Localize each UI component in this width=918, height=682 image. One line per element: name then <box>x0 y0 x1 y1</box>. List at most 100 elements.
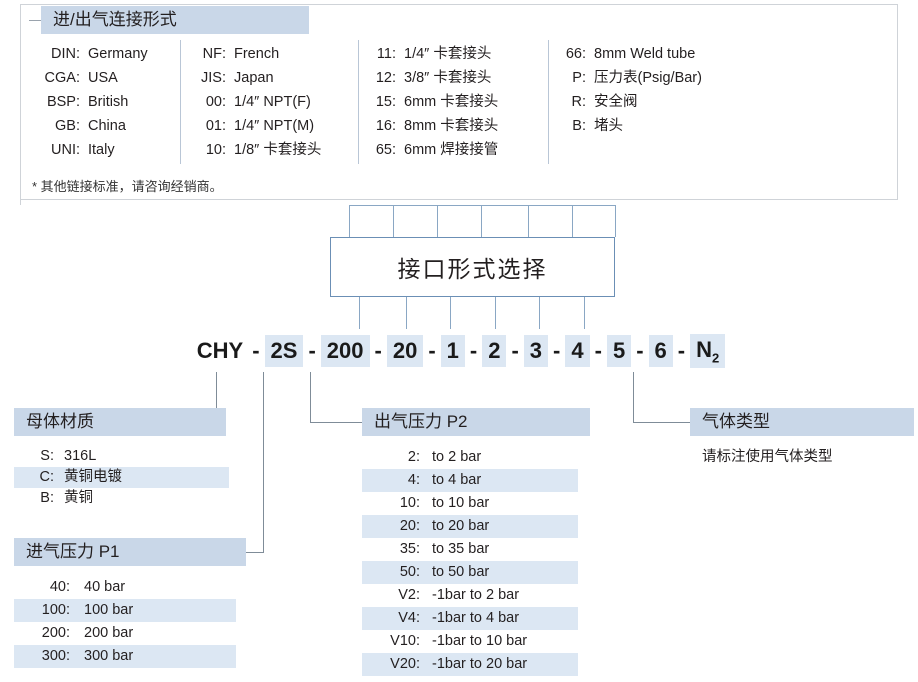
list-item: 100:100 bar <box>14 599 236 622</box>
model-port-code-6[interactable]: 6 <box>648 335 673 367</box>
connection-type-panel <box>20 4 898 200</box>
comb-top-tick-2 <box>393 205 394 237</box>
list-item: 200:200 bar <box>41 625 134 641</box>
comb-top-tick-1 <box>349 205 350 237</box>
list-item: 00:1/4″ NPT(F) <box>205 94 311 110</box>
comb-top-tick-7 <box>615 205 616 237</box>
model-port-code-2[interactable]: 2 <box>482 335 507 367</box>
thread-column: NF:French JIS:Japan 00:1/4″ NPT(F) 01:1/… <box>192 42 360 162</box>
list-item: DIN:Germany <box>51 46 148 62</box>
comb-top-tick-5 <box>528 205 529 237</box>
model-dash: - <box>511 338 519 363</box>
list-item: CGA:USA <box>44 70 118 86</box>
comb-bottom-tick-2 <box>406 297 407 329</box>
column-divider-1 <box>180 40 181 164</box>
comb-top-rail <box>349 205 616 206</box>
list-item: 16:8mm 卡套接头 <box>375 118 499 134</box>
model-dash: - <box>594 338 602 363</box>
list-item: BSP:British <box>46 94 129 110</box>
model-dash: - <box>308 338 316 363</box>
list-item: NF:French <box>202 46 280 62</box>
model-port-code-4[interactable]: 4 <box>565 335 590 367</box>
comb-bottom-tick-4 <box>495 297 496 329</box>
comb-bottom-tick-1 <box>359 297 360 329</box>
model-dash: - <box>553 338 561 363</box>
list-item: B:黄铜 <box>40 490 93 506</box>
list-item: 11:1/4″ 卡套接头 <box>376 46 492 62</box>
list-item: JIS:Japan <box>201 70 274 86</box>
list-item: V4:-1bar to 4 bar <box>362 607 578 630</box>
outlet-pressure-elbow-horizontal <box>310 422 362 423</box>
list-item: 2:to 2 bar <box>407 449 482 465</box>
model-number-string: CHY - 2S - 200 - 20 - 1 - 2 - 3 - 4 - 5 … <box>0 333 918 369</box>
connection-type-leader-line <box>29 20 51 21</box>
list-item: 35:to 35 bar <box>399 541 490 557</box>
material-title: 母体材质 <box>14 408 226 436</box>
list-item: B:堵头 <box>572 118 623 134</box>
standards-column: DIN:Germany CGA:USA BSP:British GB:China… <box>32 42 182 162</box>
comb-top-tick-3 <box>437 205 438 237</box>
list-item: GB:China <box>55 118 126 134</box>
fitting-column: 11:1/4″ 卡套接头 12:3/8″ 卡套接头 15:6mm 卡套接头 16… <box>370 42 550 162</box>
list-item: 65:6mm 焊接接管 <box>375 142 499 158</box>
column-divider-2 <box>358 40 359 164</box>
model-port-code-5[interactable]: 5 <box>606 335 632 367</box>
model-gas-symbol: N <box>696 336 712 362</box>
list-item: 01:1/4″ NPT(M) <box>205 118 315 134</box>
interface-selection-box: 接口形式选择 <box>330 237 615 297</box>
connection-type-note: * 其他链接标准，请咨询经销商。 <box>32 179 223 194</box>
inlet-pressure-list: 40:40 bar 100:100 bar 200:200 bar 300:30… <box>14 576 236 668</box>
model-inlet-pressure-code[interactable]: 200 <box>320 335 370 367</box>
outlet-pressure-elbow-vertical <box>310 372 311 423</box>
list-item: 10:to 10 bar <box>399 495 490 511</box>
material-list: S:316L C:黄铜电镀 B:黄铜 <box>14 446 229 509</box>
list-item: 40:40 bar <box>49 579 126 595</box>
comb-bottom-tick-5 <box>539 297 540 329</box>
model-port-code-1[interactable]: 1 <box>440 335 465 367</box>
model-dash: - <box>469 338 478 363</box>
model-gas-code[interactable]: N2 <box>690 333 726 369</box>
list-item: R:安全阀 <box>571 94 638 110</box>
list-item: V20:-1bar to 20 bar <box>362 653 578 676</box>
list-item: C:黄铜电镀 <box>14 467 229 488</box>
model-gas-subscript: 2 <box>712 350 720 366</box>
inlet-pressure-title: 进气压力 P1 <box>14 538 246 566</box>
model-material-code[interactable]: 2S <box>264 335 304 367</box>
comb-bottom-tick-3 <box>450 297 451 329</box>
inlet-pressure-elbow-vertical <box>263 372 264 553</box>
model-dash: - <box>677 338 686 363</box>
gas-type-note: 请标注使用气体类型 <box>702 449 833 465</box>
panel-left-stem <box>20 20 21 205</box>
list-item: P:压力表(Psig/Bar) <box>572 70 702 86</box>
comb-top-tick-4 <box>481 205 482 237</box>
gas-type-title: 气体类型 <box>690 408 914 436</box>
model-dash: - <box>636 338 644 363</box>
model-outlet-pressure-code[interactable]: 20 <box>386 335 424 367</box>
list-item: 20:to 20 bar <box>362 515 578 538</box>
comb-top-tick-6 <box>572 205 573 237</box>
connection-type-title: 进/出气连接形式 <box>41 6 309 34</box>
material-elbow-vertical <box>216 372 217 423</box>
model-port-code-3[interactable]: 3 <box>523 335 549 367</box>
list-item: 66:8mm Weld tube <box>565 46 696 62</box>
list-item: UNI:Italy <box>51 142 115 158</box>
accessory-column: 66:8mm Weld tube P:压力表(Psig/Bar) R:安全阀 B… <box>560 42 750 138</box>
gas-type-elbow-vertical <box>633 372 634 423</box>
column-divider-3 <box>548 40 549 164</box>
model-dash: - <box>252 338 260 363</box>
inlet-pressure-elbow-horizontal <box>238 552 264 553</box>
interface-selection-label: 接口形式选择 <box>397 256 548 282</box>
list-item: 300:300 bar <box>14 645 236 668</box>
model-dash: - <box>374 338 382 363</box>
list-item: 50:to 50 bar <box>362 561 578 584</box>
comb-bottom-tick-6 <box>584 297 585 329</box>
outlet-pressure-title: 出气压力 P2 <box>362 408 590 436</box>
model-prefix: CHY <box>196 338 244 363</box>
list-item: V2:-1bar to 2 bar <box>398 587 520 603</box>
model-dash: - <box>428 338 436 363</box>
list-item: 10:1/8″ 卡套接头 <box>205 142 322 158</box>
outlet-pressure-list: 2:to 2 bar 4:to 4 bar 10:to 10 bar 20:to… <box>362 446 578 676</box>
list-item: 4:to 4 bar <box>362 469 578 492</box>
list-item: S:316L <box>40 448 97 464</box>
